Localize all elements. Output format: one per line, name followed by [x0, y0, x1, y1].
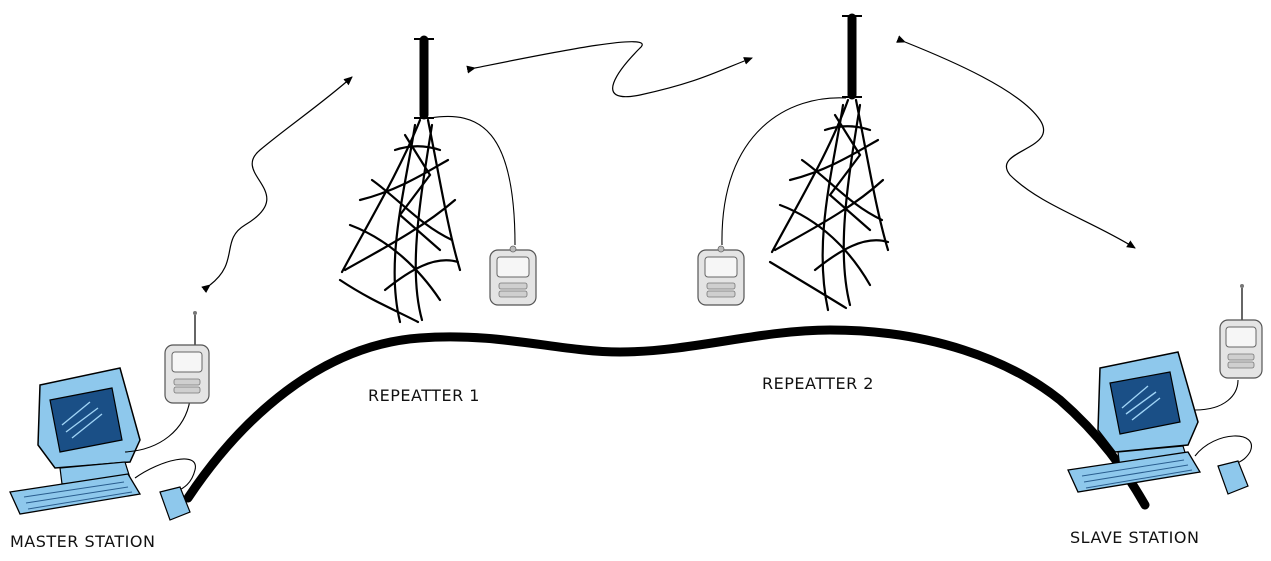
radio-transceiver-icon: [697, 245, 745, 306]
wireless-link-arrow-3: [896, 35, 1136, 249]
mouse-icon: [1217, 460, 1249, 495]
radio-transceiver-icon: [489, 245, 537, 306]
repeater-2-label: REPEATTER 2: [762, 374, 874, 393]
radio-transceiver-icon: [164, 311, 210, 404]
computer-icon: [9, 367, 196, 521]
slave-station-label: SLAVE STATION: [1070, 528, 1200, 547]
wireless-link-arrow-2: [466, 41, 753, 98]
radio-transceiver-icon: [1219, 284, 1263, 379]
master-station-label: MASTER STATION: [10, 532, 156, 551]
repeater-1-label: REPEATTER 1: [368, 386, 480, 405]
antenna-icon: [414, 35, 434, 120]
ground-link-curve: [183, 325, 1150, 510]
mouse-icon: [159, 486, 191, 521]
radio-tower-icon: [721, 13, 890, 312]
computer-icon: [1067, 351, 1252, 495]
radio-tower-icon: [338, 35, 516, 324]
antenna-icon: [842, 13, 862, 100]
wireless-link-arrow-1: [201, 76, 353, 294]
